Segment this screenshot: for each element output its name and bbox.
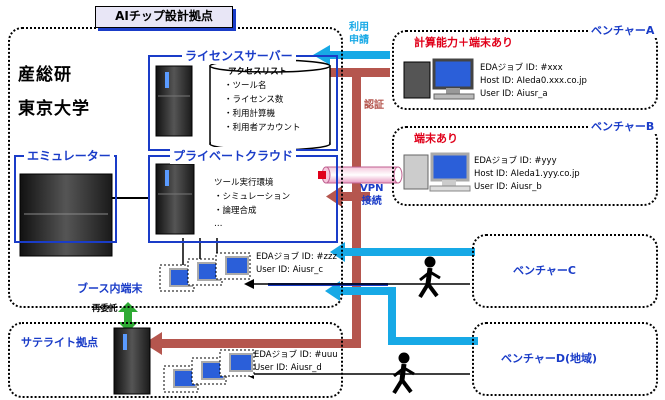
satellite-user-id: User ID: Aiusr_d <box>254 363 322 373</box>
vpn-pipe <box>318 166 403 184</box>
booth-terminals-icon <box>159 252 251 292</box>
venture-c-name: ベンチャーC <box>513 264 576 277</box>
venture-d-region <box>472 322 658 396</box>
venture-a-user-id: User ID: Aiusr_a <box>480 89 548 99</box>
emulator-label: エミュレーター <box>24 147 114 164</box>
access-list-item: ・ライセンス数 <box>224 95 284 105</box>
venture-b-tag: 端末あり <box>414 132 458 145</box>
satellite-terminals-icon <box>163 349 255 393</box>
venture-a-host-id: Host ID: AIeda0.xxx.co.jp <box>480 76 587 86</box>
venture-c-region <box>472 234 658 308</box>
venture-b-pc-icon <box>403 152 471 192</box>
satellite-label: サテライト拠点 <box>21 336 98 349</box>
walking-person-c-icon <box>418 256 441 299</box>
license-server-label: ライセンスサーバー <box>182 47 296 64</box>
venture-b-host-id: Host ID: AIeda1.yyy.co.jp <box>474 169 580 179</box>
recommission-label: 再委託 <box>92 304 118 314</box>
access-list-item: ・利用計算機 <box>224 109 276 119</box>
venture-b-user-id: User ID: Aiusr_b <box>474 182 542 192</box>
site-name-line1: 産総研 <box>18 65 72 85</box>
venture-a-tag: 計算能力＋端末あり <box>414 36 513 49</box>
access-list-item: ・利用者アカウント <box>224 123 301 133</box>
vpn-label-line: 接続 <box>361 196 382 207</box>
ai-chip-design-hub-region <box>8 27 343 308</box>
venture-a-name: ベンチャーA <box>588 22 658 38</box>
apply-label-line: 利用 <box>349 22 369 33</box>
satellite-job-id: EDAジョブ ID: #uuu <box>254 350 338 360</box>
page-title: AIチップ設計拠点 <box>95 6 233 28</box>
venture-b-region <box>392 126 658 206</box>
private-cloud-line: ・論理合成 <box>214 206 257 216</box>
private-cloud-line: ・シミュレーション <box>214 192 291 202</box>
satellite-site-region <box>8 322 343 398</box>
access-list-item: ・ツール名 <box>224 81 267 91</box>
vpn-label: VPN 接続 <box>360 182 383 208</box>
venture-a-pc-icon <box>403 58 475 100</box>
booth-job-id: EDAジョブ ID: #zzz <box>256 252 337 262</box>
private-cloud-label: プライベートクラウド <box>170 147 297 164</box>
venture-a-region <box>392 30 658 110</box>
venture-a-job-id: EDAジョブ ID: #xxx <box>480 63 563 73</box>
booth-user-id: User ID: Aiusr_c <box>256 265 324 275</box>
walking-person-d-icon <box>392 352 415 395</box>
license-server-tower-icon <box>155 65 193 137</box>
satellite-tower-icon <box>113 327 151 395</box>
vpn-label-line: VPN <box>360 183 384 194</box>
private-cloud-line: … <box>214 219 223 229</box>
recommission-arrow <box>118 302 138 332</box>
apply-label-line: 申請 <box>349 35 369 46</box>
auth-label: 認証 <box>364 100 384 111</box>
private-cloud-line: ツール実行環境 <box>214 178 274 188</box>
emulator-box <box>14 155 117 243</box>
apply-label: 利用 申請 <box>349 21 369 47</box>
venture-b-name: ベンチャーB <box>588 118 658 134</box>
access-list-database-icon <box>209 59 331 151</box>
site-name-line2: 東京大学 <box>18 99 90 119</box>
booth-terminal-label: ブース内端末 <box>77 282 143 295</box>
access-list-title: アクセスリスト <box>228 67 288 77</box>
private-cloud-tower-icon <box>155 163 195 235</box>
venture-b-job-id: EDAジョブ ID: #yyy <box>474 156 557 166</box>
venture-d-name: ベンチャーD(地域) <box>501 352 598 365</box>
